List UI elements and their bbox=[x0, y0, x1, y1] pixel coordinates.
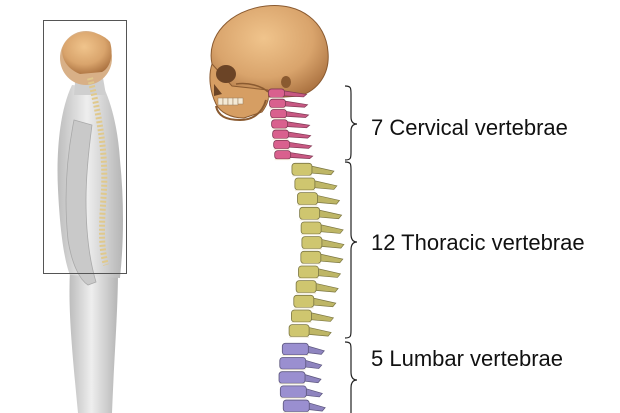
thoracic-vertebra bbox=[301, 236, 345, 250]
cervical-vertebra bbox=[274, 150, 314, 161]
bracket-group bbox=[344, 85, 358, 413]
lumbar-vertebra bbox=[279, 357, 323, 371]
thoracic-vertebra bbox=[291, 162, 335, 177]
figure-legs bbox=[69, 270, 118, 413]
thoracic-vertebra bbox=[295, 280, 339, 294]
cervical-label: 7 Cervical vertebrae bbox=[371, 115, 568, 140]
spinal-column bbox=[268, 88, 345, 413]
thoracic-vertebra bbox=[294, 177, 338, 192]
figure-spine bbox=[87, 77, 109, 266]
lumbar-vertebrae bbox=[278, 342, 326, 413]
cervical-vertebra bbox=[268, 88, 308, 99]
thoracic-label: 12 Thoracic vertebrae bbox=[371, 230, 585, 255]
lumbar-label: 5 Lumbar vertebrae bbox=[371, 346, 563, 371]
figure-arm bbox=[65, 119, 97, 286]
lumbar-vertebra bbox=[282, 399, 326, 413]
cervical-vertebra bbox=[272, 129, 312, 140]
skull bbox=[209, 5, 329, 122]
cervical-vertebra bbox=[271, 119, 311, 130]
cervical-vertebra bbox=[269, 98, 309, 109]
lumbar-vertebra bbox=[278, 371, 322, 385]
thoracic-vertebra bbox=[300, 221, 344, 236]
lumbar-bracket bbox=[344, 341, 358, 413]
thoracic-vertebra bbox=[298, 265, 342, 280]
thoracic-vertebra bbox=[297, 192, 341, 206]
thoracic-vertebra bbox=[291, 309, 335, 324]
figure-skull-cap bbox=[62, 32, 112, 74]
thoracic-vertebra bbox=[293, 294, 337, 309]
thoracic-vertebra bbox=[300, 250, 344, 265]
cervical-bracket bbox=[344, 85, 358, 161]
cervical-vertebra bbox=[273, 139, 313, 150]
thoracic-vertebrae bbox=[288, 162, 345, 338]
cervical-vertebra bbox=[270, 109, 310, 120]
thoracic-bracket bbox=[344, 161, 358, 339]
lumbar-vertebra bbox=[281, 342, 325, 357]
lumbar-vertebra bbox=[279, 385, 323, 399]
thoracic-vertebra bbox=[288, 324, 332, 338]
thoracic-vertebra bbox=[299, 206, 343, 221]
inset-frame bbox=[43, 20, 127, 274]
cervical-vertebrae bbox=[268, 88, 314, 161]
human-figure bbox=[43, 20, 127, 413]
